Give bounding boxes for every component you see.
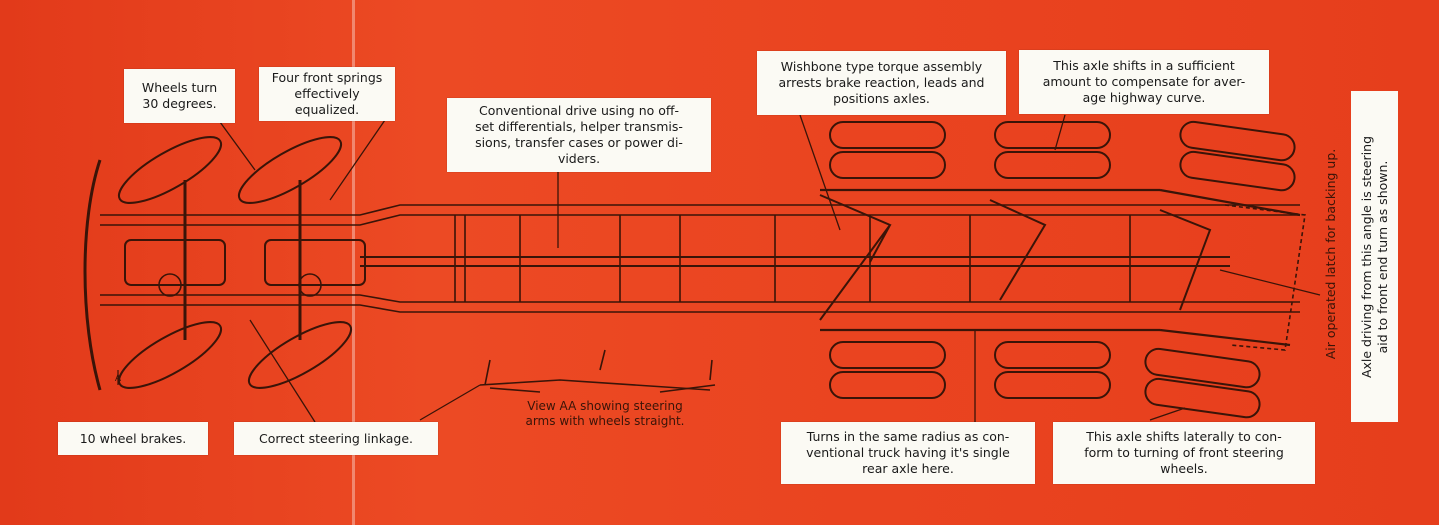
- frame-rail-bottom-inner: [100, 294, 1300, 303]
- paper-fold: [352, 0, 355, 525]
- leader-lines: [219, 114, 1321, 423]
- label-axle-shifts-curve: This axle shifts in a sufficient amount …: [1019, 50, 1269, 114]
- air-latch-text: Air operated latch for backing up.: [1323, 148, 1338, 360]
- frame-rail-top: [100, 204, 1300, 216]
- label-same-radius: Turns in the same radius as con- vention…: [781, 422, 1035, 484]
- label-axle-shifts-laterally: This axle shifts laterally to con- form …: [1053, 422, 1315, 484]
- cross-members: [454, 215, 1131, 302]
- engine-block-1: [124, 239, 226, 286]
- label-steering-linkage: Correct steering linkage.: [234, 422, 438, 455]
- front-bumper: [83, 159, 102, 391]
- view-aa-drawing: [479, 349, 716, 393]
- label-front-springs: Four front springs effectively equalized…: [259, 67, 395, 121]
- wishbone-assemblies: [819, 194, 1212, 321]
- hub-front-2: [298, 273, 322, 297]
- rear-wheels: [829, 120, 1296, 419]
- rear-axles: [820, 188, 1301, 347]
- front-wheels-bottom: [117, 321, 353, 389]
- label-conventional-drive: Conventional drive using no off- set dif…: [447, 98, 711, 172]
- label-wishbone: Wishbone type torque assembly arrests br…: [757, 51, 1006, 115]
- engine-block-2: [264, 239, 366, 286]
- front-wheels-top: [117, 136, 343, 204]
- label-axle-driving-angle: Axle driving from this angle is steering…: [1351, 91, 1398, 422]
- view-aa-caption: View AA showing steering arms with wheel…: [525, 399, 685, 428]
- frame-rail-bottom: [100, 304, 1300, 313]
- hub-front-1: [158, 273, 182, 297]
- label-wheels-turn: Wheels turn 30 degrees.: [124, 69, 235, 123]
- frame-rail-top-inner: [100, 214, 1300, 226]
- label-ten-wheel-brakes: 10 wheel brakes.: [58, 422, 208, 455]
- marker-a: A: [114, 374, 122, 384]
- steering-link: [1224, 204, 1306, 351]
- drive-shaft: [360, 256, 1230, 267]
